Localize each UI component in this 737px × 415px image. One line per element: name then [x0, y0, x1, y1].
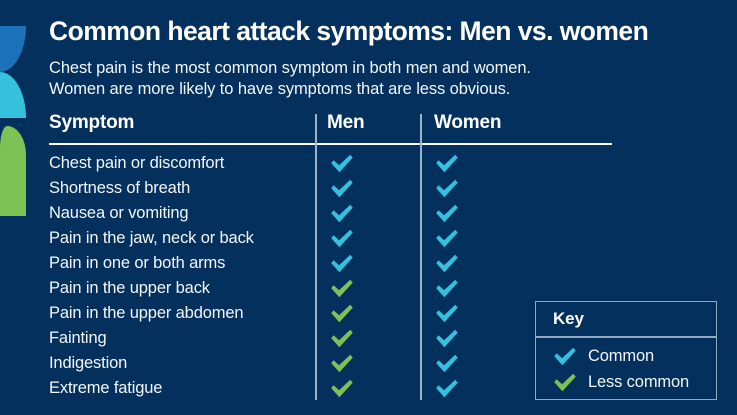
check-icon-men — [330, 254, 354, 273]
check-icon-men — [330, 379, 354, 398]
table-row: Fainting — [49, 326, 649, 351]
check-icon-men — [330, 304, 354, 323]
table-row: Shortness of breath — [49, 176, 649, 201]
symptom-label: Chest pain or discomfort — [49, 154, 225, 172]
decorative-arch-green — [0, 126, 26, 216]
symptom-label: Indigestion — [49, 354, 128, 372]
column-header-women: Women — [434, 112, 502, 133]
decorative-quarter-circle-cyan — [0, 72, 26, 118]
symptoms-table: Symptom Men Women — [49, 112, 612, 143]
decorative-quarter-circle-blue — [0, 26, 26, 72]
check-icon-men — [330, 329, 354, 348]
table-row: Pain in the upper back — [49, 276, 649, 301]
column-divider-women — [420, 114, 422, 400]
subtitle-line-2: Women are more likely to have symptoms t… — [49, 80, 511, 98]
symptom-label: Extreme fatigue — [49, 379, 163, 397]
table-row: Pain in one or both arms — [49, 251, 649, 276]
table-row: Chest pain or discomfort — [49, 151, 649, 176]
check-icon-less-common — [553, 373, 577, 392]
table-row: Extreme fatigue — [49, 376, 649, 401]
check-icon-men — [330, 179, 354, 198]
check-icon-men — [330, 354, 354, 373]
symptom-label: Pain in one or both arms — [49, 254, 226, 272]
check-icon-women — [435, 329, 459, 348]
table-row: Nausea or vomiting — [49, 201, 649, 226]
symptom-label: Pain in the jaw, neck or back — [49, 229, 254, 247]
check-icon-men — [330, 279, 354, 298]
table-row: Indigestion — [49, 351, 649, 376]
symptom-label: Fainting — [49, 329, 107, 347]
check-icon-women — [435, 204, 459, 223]
symptom-label: Pain in the upper abdomen — [49, 304, 244, 322]
symptom-label: Nausea or vomiting — [49, 204, 189, 222]
check-icon-men — [330, 229, 354, 248]
page-subtitle: Chest pain is the most common symptom in… — [49, 58, 531, 100]
key-title: Key — [553, 309, 584, 328]
symptom-label: Pain in the upper back — [49, 279, 210, 297]
check-icon-women — [435, 379, 459, 398]
check-icon-women — [435, 154, 459, 173]
check-icon-women — [435, 304, 459, 323]
check-icon-women — [435, 254, 459, 273]
check-icon-women — [435, 229, 459, 248]
column-divider-men — [315, 114, 317, 400]
check-icon-women — [435, 354, 459, 373]
page-title: Common heart attack symptoms: Men vs. wo… — [49, 16, 649, 46]
column-header-men: Men — [327, 112, 365, 133]
check-icon-men — [330, 204, 354, 223]
check-icon-women — [435, 179, 459, 198]
column-header-symptom: Symptom — [49, 112, 135, 133]
subtitle-line-1: Chest pain is the most common symptom in… — [49, 59, 531, 77]
table-row: Pain in the jaw, neck or back — [49, 226, 649, 251]
key-divider — [536, 336, 716, 338]
symptom-label: Shortness of breath — [49, 179, 191, 197]
check-icon-common — [553, 347, 577, 366]
key-item-label: Common — [588, 347, 655, 365]
check-icon-women — [435, 279, 459, 298]
table-header-divider — [49, 143, 612, 145]
table-header-row: Symptom Men Women — [49, 112, 612, 143]
table-row: Pain in the upper abdomen — [49, 301, 649, 326]
check-icon-men — [330, 154, 354, 173]
key-item-label: Less common — [588, 373, 690, 391]
